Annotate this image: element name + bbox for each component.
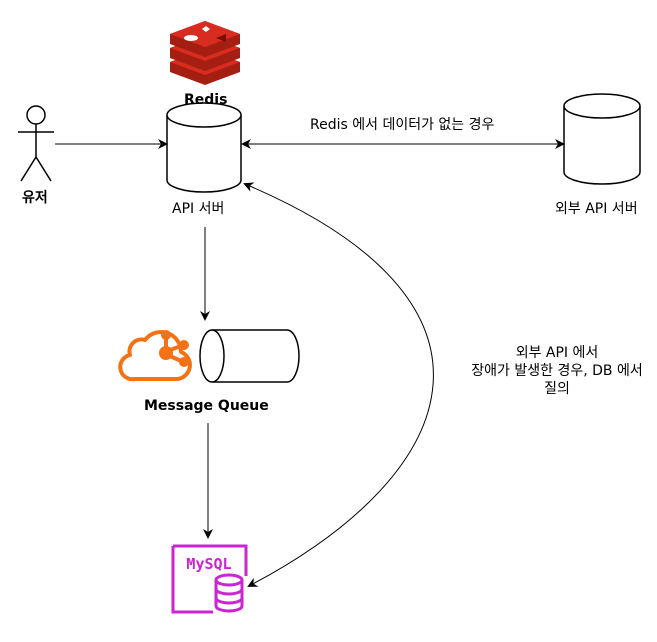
user-label: 유저 [22,190,48,206]
edge-fallback-line-3: 질의 [544,381,570,397]
api-server-cylinder [166,102,242,193]
mysql-database-icon: MySQL [171,544,248,614]
edge-redis-miss-label: Redis 에서 데이터가 없는 경우 [310,117,495,133]
external-api-label: 외부 API 서버 [555,201,638,217]
redis-badge-label: Redis [184,92,228,108]
message-queue-label: Message Queue [144,398,269,414]
redis-logo-icon [170,21,240,85]
edge-fallback-curve [243,182,434,587]
message-queue-cylinder [199,329,300,383]
mysql-logo-text: MySQL [186,555,231,573]
api-server-label: API 서버 [172,201,225,217]
cloud-queue-icon [118,330,192,382]
edge-fallback-label: 외부 API 에서 장애가 발생한 경우, DB 에서 질의 [447,344,657,398]
edge-fallback-line-1: 외부 API 에서 [515,345,599,361]
user-actor-icon [18,105,54,182]
edge-fallback-line-2: 장애가 발생한 경우, DB 에서 [471,363,643,379]
external-api-cylinder [563,93,641,185]
